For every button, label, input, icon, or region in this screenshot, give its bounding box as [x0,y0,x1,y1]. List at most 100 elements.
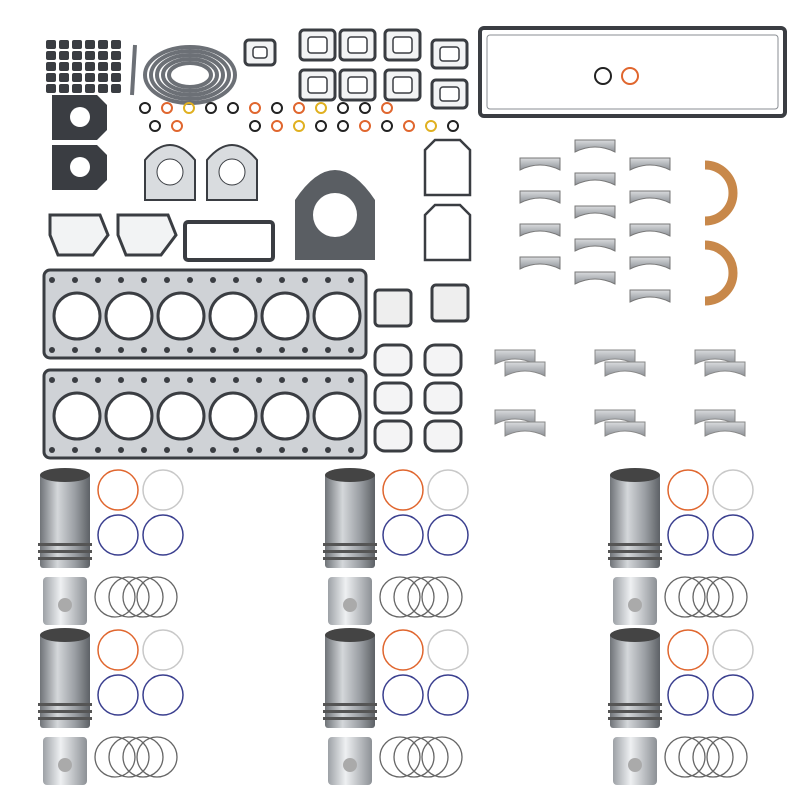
liner-seal-ring [427,469,469,511]
head-gasket-bolt-hole [233,277,239,283]
head-gasket-bolt-hole [210,277,216,283]
cylinder-kit [608,468,754,625]
head-gasket-bolt-hole [118,277,124,283]
piston-ring [393,576,435,618]
main-bearing-shell [629,289,671,303]
small-seal [46,40,56,49]
gasket-hole [156,158,184,186]
small-seal [46,51,56,60]
head-gasket-bore [156,391,206,441]
oil-cooler-gasket [373,381,413,415]
small-seal [72,73,82,82]
liner-seal-ring [427,514,469,556]
small-seal [59,51,69,60]
head-gasket-bolt-hole [210,377,216,383]
small-seal [72,62,82,71]
head-gasket-bolt-hole [256,277,262,283]
coiled-gasket-loop [167,61,213,89]
liner-bore [610,468,660,482]
head-gasket-bolt-hole [187,347,193,353]
small-seal [72,40,82,49]
head-gasket-bolt-hole [302,377,308,383]
small-seal [111,84,121,93]
o-ring [183,102,195,114]
piston-ring [122,736,164,778]
piston-pin-boss [628,758,642,772]
liner-bore [40,468,90,482]
head-gasket-bolt-hole [72,277,78,283]
head-gasket-bore [208,391,258,441]
head-gasket-bolt-hole [233,447,239,453]
oil-cooler-gasket [423,381,463,415]
liner-bore [40,628,90,642]
small-seal [111,73,121,82]
o-ring [359,102,371,114]
exhaust-gasket [430,283,470,323]
o-ring [447,120,459,132]
cylinder-liner [325,473,375,568]
liner-seal-ring [97,514,139,556]
oil-pan-gasket-inner [486,34,779,110]
rod-bearing-shell [604,361,646,377]
o-ring [381,120,393,132]
o-ring [293,120,305,132]
small-seals-group [46,40,121,93]
main-bearing-shell [519,256,561,270]
head-gasket-bolt-hole [325,377,331,383]
liner-band [38,710,92,713]
small-seal [72,84,82,93]
small-seal [59,73,69,82]
cylinder-liner [610,633,660,728]
piston-pin-boss [58,598,72,612]
piston-ring [692,736,734,778]
liner-seal-ring [142,629,184,671]
main-bearing-shell [629,223,671,237]
head-gasket-bolt-hole [302,277,308,283]
liner-seal-ring [382,469,424,511]
piston-ring [421,736,463,778]
main-bearing-shell [574,139,616,153]
oil-cooler-gasket [423,419,463,453]
o-ring [337,102,349,114]
gasket-opening [392,76,413,94]
small-seal [111,40,121,49]
o-ring [293,102,305,114]
small-seal [59,62,69,71]
o-ring [227,102,239,114]
head-gasket-bore [260,391,310,441]
rod-bearing-shell [704,421,746,437]
head-gasket-bolt-hole [49,447,55,453]
cylinder-liner [40,473,90,568]
head-gasket-bolt-hole [256,347,262,353]
head-gasket-bore [312,291,362,341]
head-gasket-bolt-hole [187,377,193,383]
small-seal [46,62,56,71]
head-gasket-bolt-hole [348,277,354,283]
liner-seal-ring [667,514,709,556]
o-ring [271,120,283,132]
o-rings-cluster [139,102,459,132]
head-gasket-bolt-hole [302,447,308,453]
head-gasket-bolt-hole [72,347,78,353]
piston-ring [407,736,449,778]
cylinder-liner [325,633,375,728]
liner-band [323,703,377,706]
liner-band [323,543,377,546]
liner-band [38,550,92,553]
small-seal [46,73,56,82]
thrust-washer [704,240,738,306]
piston-pin-boss [628,598,642,612]
gasket-opening [347,76,368,94]
o-ring [403,120,415,132]
o-ring [139,102,151,114]
rod-bearing-shell [604,421,646,437]
liner-seal-ring [667,674,709,716]
small-seal [98,51,108,60]
oil-cooler-gasket [373,343,413,377]
exhaust-gasket [373,288,413,328]
small-seal [98,84,108,93]
head-gasket-bolt-hole [141,377,147,383]
coiled-gasket-tail [130,44,137,96]
piston-ring [136,576,178,618]
